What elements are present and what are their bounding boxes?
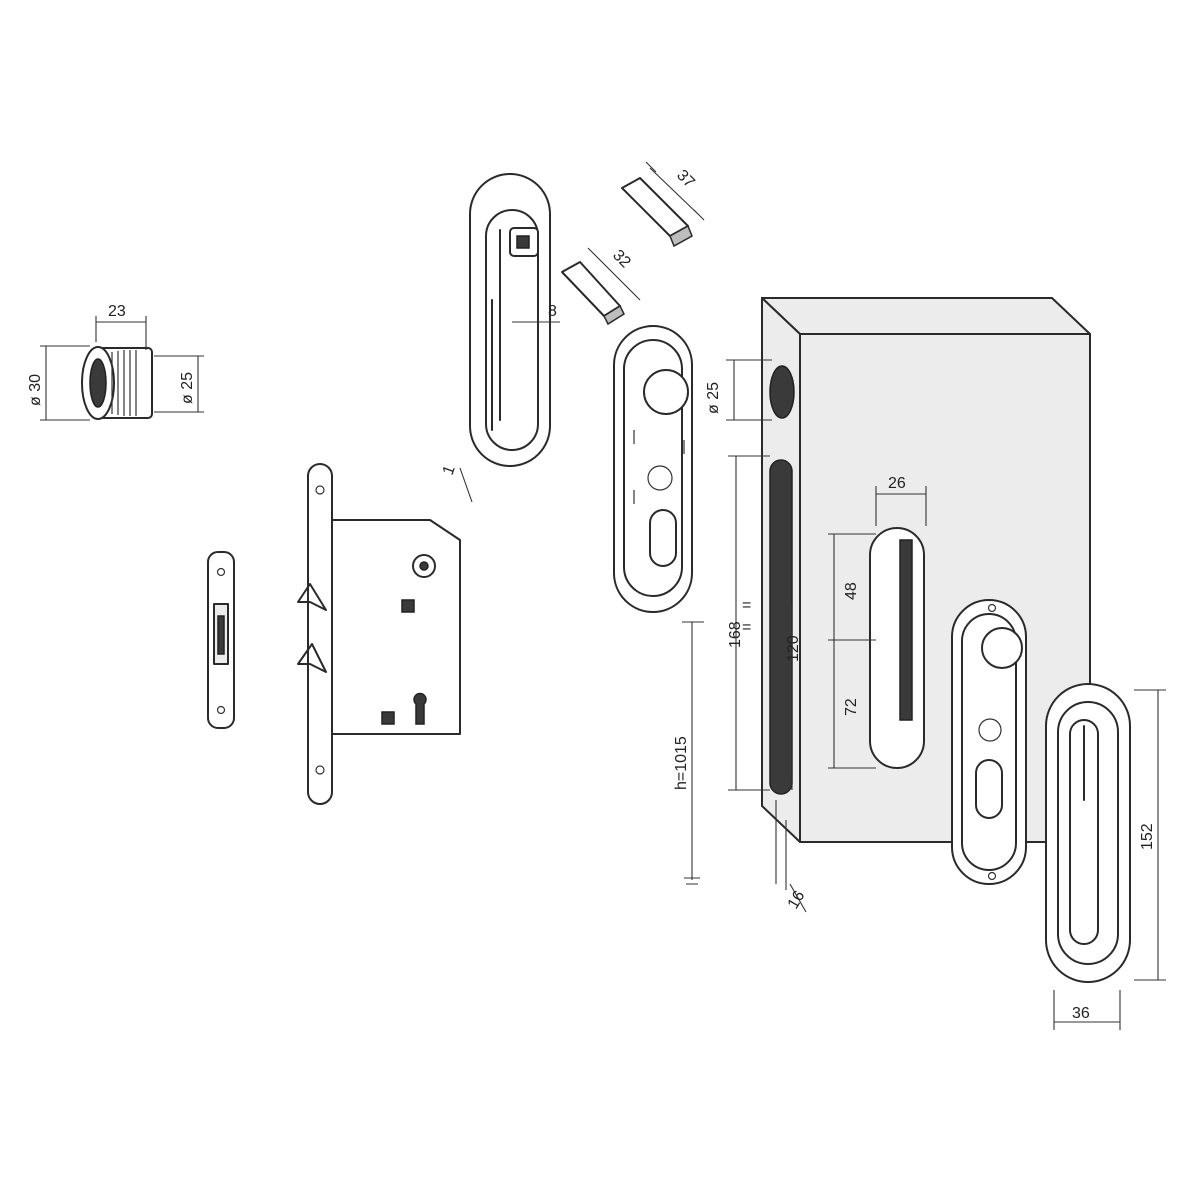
label-height-1015: h=1015	[673, 736, 690, 790]
label-cylinder-d25: ø 25	[179, 372, 196, 404]
label-168: 168	[727, 621, 744, 648]
label-spindle-32: 32	[609, 247, 634, 272]
label-16: 16	[785, 888, 809, 912]
label-36: 36	[1072, 1005, 1090, 1022]
label-eq-1: =	[742, 597, 751, 614]
label-cylinder-d30: ø 30	[27, 374, 44, 406]
label-hole-d25: ø 25	[705, 382, 722, 414]
label-spindle-37: 37	[673, 167, 698, 192]
label-72: 72	[843, 698, 860, 716]
label-152: 152	[1139, 823, 1156, 850]
oval-handle-front	[951, 599, 1027, 885]
oval-handle-with-turn	[459, 173, 560, 503]
label-handle-1: 1	[440, 463, 459, 477]
label-handle-8: 8	[548, 303, 557, 320]
mortise-lock-body	[297, 463, 461, 805]
spindle-32	[561, 247, 641, 326]
door-dimensions	[682, 359, 927, 913]
strike-plate	[207, 551, 235, 729]
label-eq-2: =	[742, 619, 751, 636]
oval-handle-pull	[1045, 683, 1166, 1030]
label-cylinder-length: 23	[108, 303, 126, 320]
label-26: 26	[888, 475, 906, 492]
spindle-37	[621, 161, 705, 248]
door-panel	[761, 297, 1091, 843]
cylinder-bushing	[40, 316, 204, 421]
oval-handle-with-keyhole	[613, 325, 693, 613]
label-120: 120	[785, 635, 802, 662]
label-48: 48	[843, 582, 860, 600]
